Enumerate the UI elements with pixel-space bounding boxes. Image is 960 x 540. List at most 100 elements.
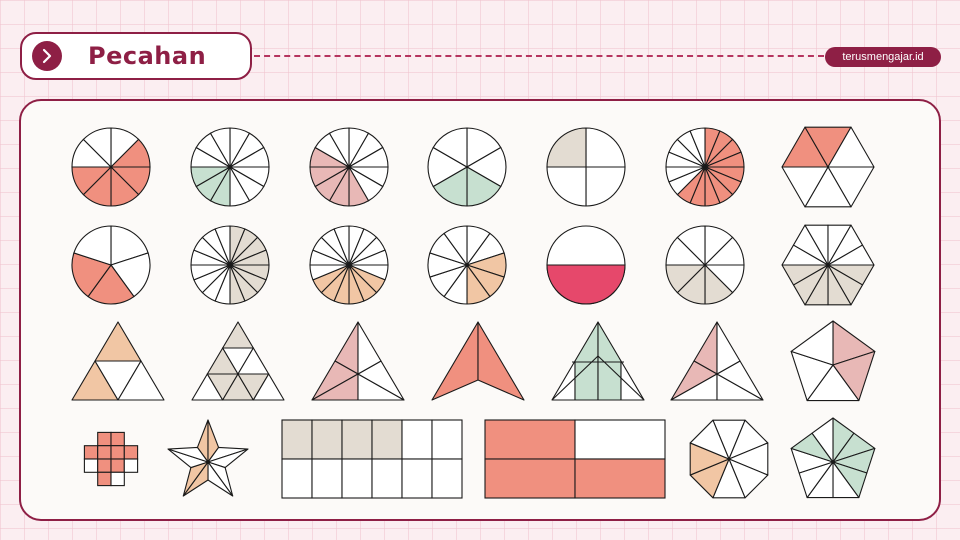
grid-cell <box>371 458 403 499</box>
grid-cell <box>574 419 666 460</box>
circle-sector <box>214 225 231 266</box>
triangle-strip <box>574 321 599 401</box>
grid-cell <box>484 458 576 499</box>
page-title: Pecahan <box>88 42 207 70</box>
grid-cell <box>484 419 576 460</box>
circle-sector <box>689 127 706 168</box>
circle-sector <box>585 166 626 207</box>
grid-cell <box>401 419 433 460</box>
plus-cell <box>97 458 112 473</box>
grid-cell <box>401 458 433 499</box>
circle-sector <box>546 127 587 168</box>
circle-16-shaded-8 <box>190 225 270 305</box>
circle-8-shaded-3 <box>665 225 745 305</box>
circle-16-shaded-6 <box>309 225 389 305</box>
circle-sector <box>73 225 112 266</box>
circle-16-shaded-10 <box>665 127 745 207</box>
plus-cell <box>123 445 139 460</box>
star-10-shaded-4 <box>167 419 249 497</box>
triangle-part <box>716 321 741 375</box>
plus-cell <box>97 431 112 447</box>
triangle-6-shaded-3 <box>311 321 405 401</box>
triangle-cell <box>252 373 285 401</box>
grid-cell <box>341 458 373 499</box>
triangle-9-shaded-3 <box>191 321 285 401</box>
triangle-part <box>357 321 382 375</box>
plus-cell <box>110 445 125 460</box>
triangle-strip <box>551 360 576 401</box>
plus-cell <box>123 458 139 473</box>
arrowhead-half <box>431 321 479 401</box>
plus-cell <box>83 458 99 473</box>
triangle-4-shaded-2 <box>71 321 165 401</box>
strip-divider <box>597 355 645 401</box>
circle-half-shaded <box>546 225 626 305</box>
grid-cell <box>281 419 313 460</box>
plus-shaded <box>83 431 139 487</box>
circle-sector <box>110 225 149 266</box>
star-part <box>167 446 209 463</box>
circle-sector <box>87 264 135 305</box>
circle-sector <box>209 127 231 170</box>
triangle-part <box>117 360 165 401</box>
triangle-cell <box>222 321 254 349</box>
circle-5-shaded-2 <box>71 225 151 305</box>
circle-sector <box>82 127 112 169</box>
polygon-sector <box>790 320 834 366</box>
polygon-sector <box>689 419 730 460</box>
circle-sector <box>443 225 468 267</box>
plus-cell <box>110 431 125 447</box>
plus-cell <box>110 458 125 473</box>
plus-cell <box>97 471 112 487</box>
pentagon-5-shaded-2 <box>790 320 876 402</box>
grid-cell <box>574 458 666 499</box>
triangle-6-shaded-2 <box>670 321 764 401</box>
circle-sector <box>333 225 350 266</box>
circle-sector <box>110 252 151 298</box>
strip-divider <box>551 355 599 401</box>
circle-12-shaded-3 <box>190 127 270 207</box>
pentagon-10-shaded-5 <box>790 417 876 499</box>
hexagon-12-shaded-6 <box>781 224 875 306</box>
circle-sector <box>71 252 112 298</box>
triangle-part <box>94 321 142 362</box>
circle-10-shaded-3 <box>427 225 507 305</box>
circle-8-shaded-5 <box>71 127 151 207</box>
grid-cell <box>311 458 343 499</box>
circle-sector <box>546 166 587 207</box>
rect-4-shaded-3 <box>484 419 666 499</box>
grid-cell <box>431 419 463 460</box>
brand-badge: terusmengajar.id <box>825 47 941 67</box>
plus-cell <box>110 471 125 487</box>
dashed-divider <box>254 55 824 57</box>
circle-sector <box>328 127 350 170</box>
octagon-8-shaded-2 <box>689 419 769 499</box>
polygon-sector <box>827 126 875 168</box>
grid-cell <box>431 458 463 499</box>
title-pill: Pecahan <box>20 32 252 80</box>
grid-12-shaded-4 <box>281 419 463 499</box>
circle-sector <box>432 127 468 168</box>
grid-cell <box>371 419 403 460</box>
triangle-strip <box>620 360 645 401</box>
arrowhead-shaded <box>431 321 525 401</box>
circle-sector <box>676 225 706 267</box>
polygon-sector <box>827 244 875 266</box>
circle-sector <box>585 127 626 168</box>
grid-cell <box>341 419 373 460</box>
circle-bottom-half <box>546 264 626 305</box>
plus-cell <box>83 445 99 460</box>
chevron-right-icon <box>32 41 62 71</box>
arrowhead-half <box>477 321 525 401</box>
triangle-strips-shaded <box>551 321 645 401</box>
grid-cell <box>311 419 343 460</box>
circle-4-shaded-2 <box>546 127 626 207</box>
plus-cell <box>97 445 112 460</box>
triangle-strip <box>597 321 622 401</box>
grid-cell <box>281 458 313 499</box>
circle-12-shaded-5 <box>309 127 389 207</box>
hexagon-6-shaded-2 <box>781 126 875 208</box>
polygon-sector <box>811 417 834 463</box>
circle-6-shaded-2 <box>427 127 507 207</box>
